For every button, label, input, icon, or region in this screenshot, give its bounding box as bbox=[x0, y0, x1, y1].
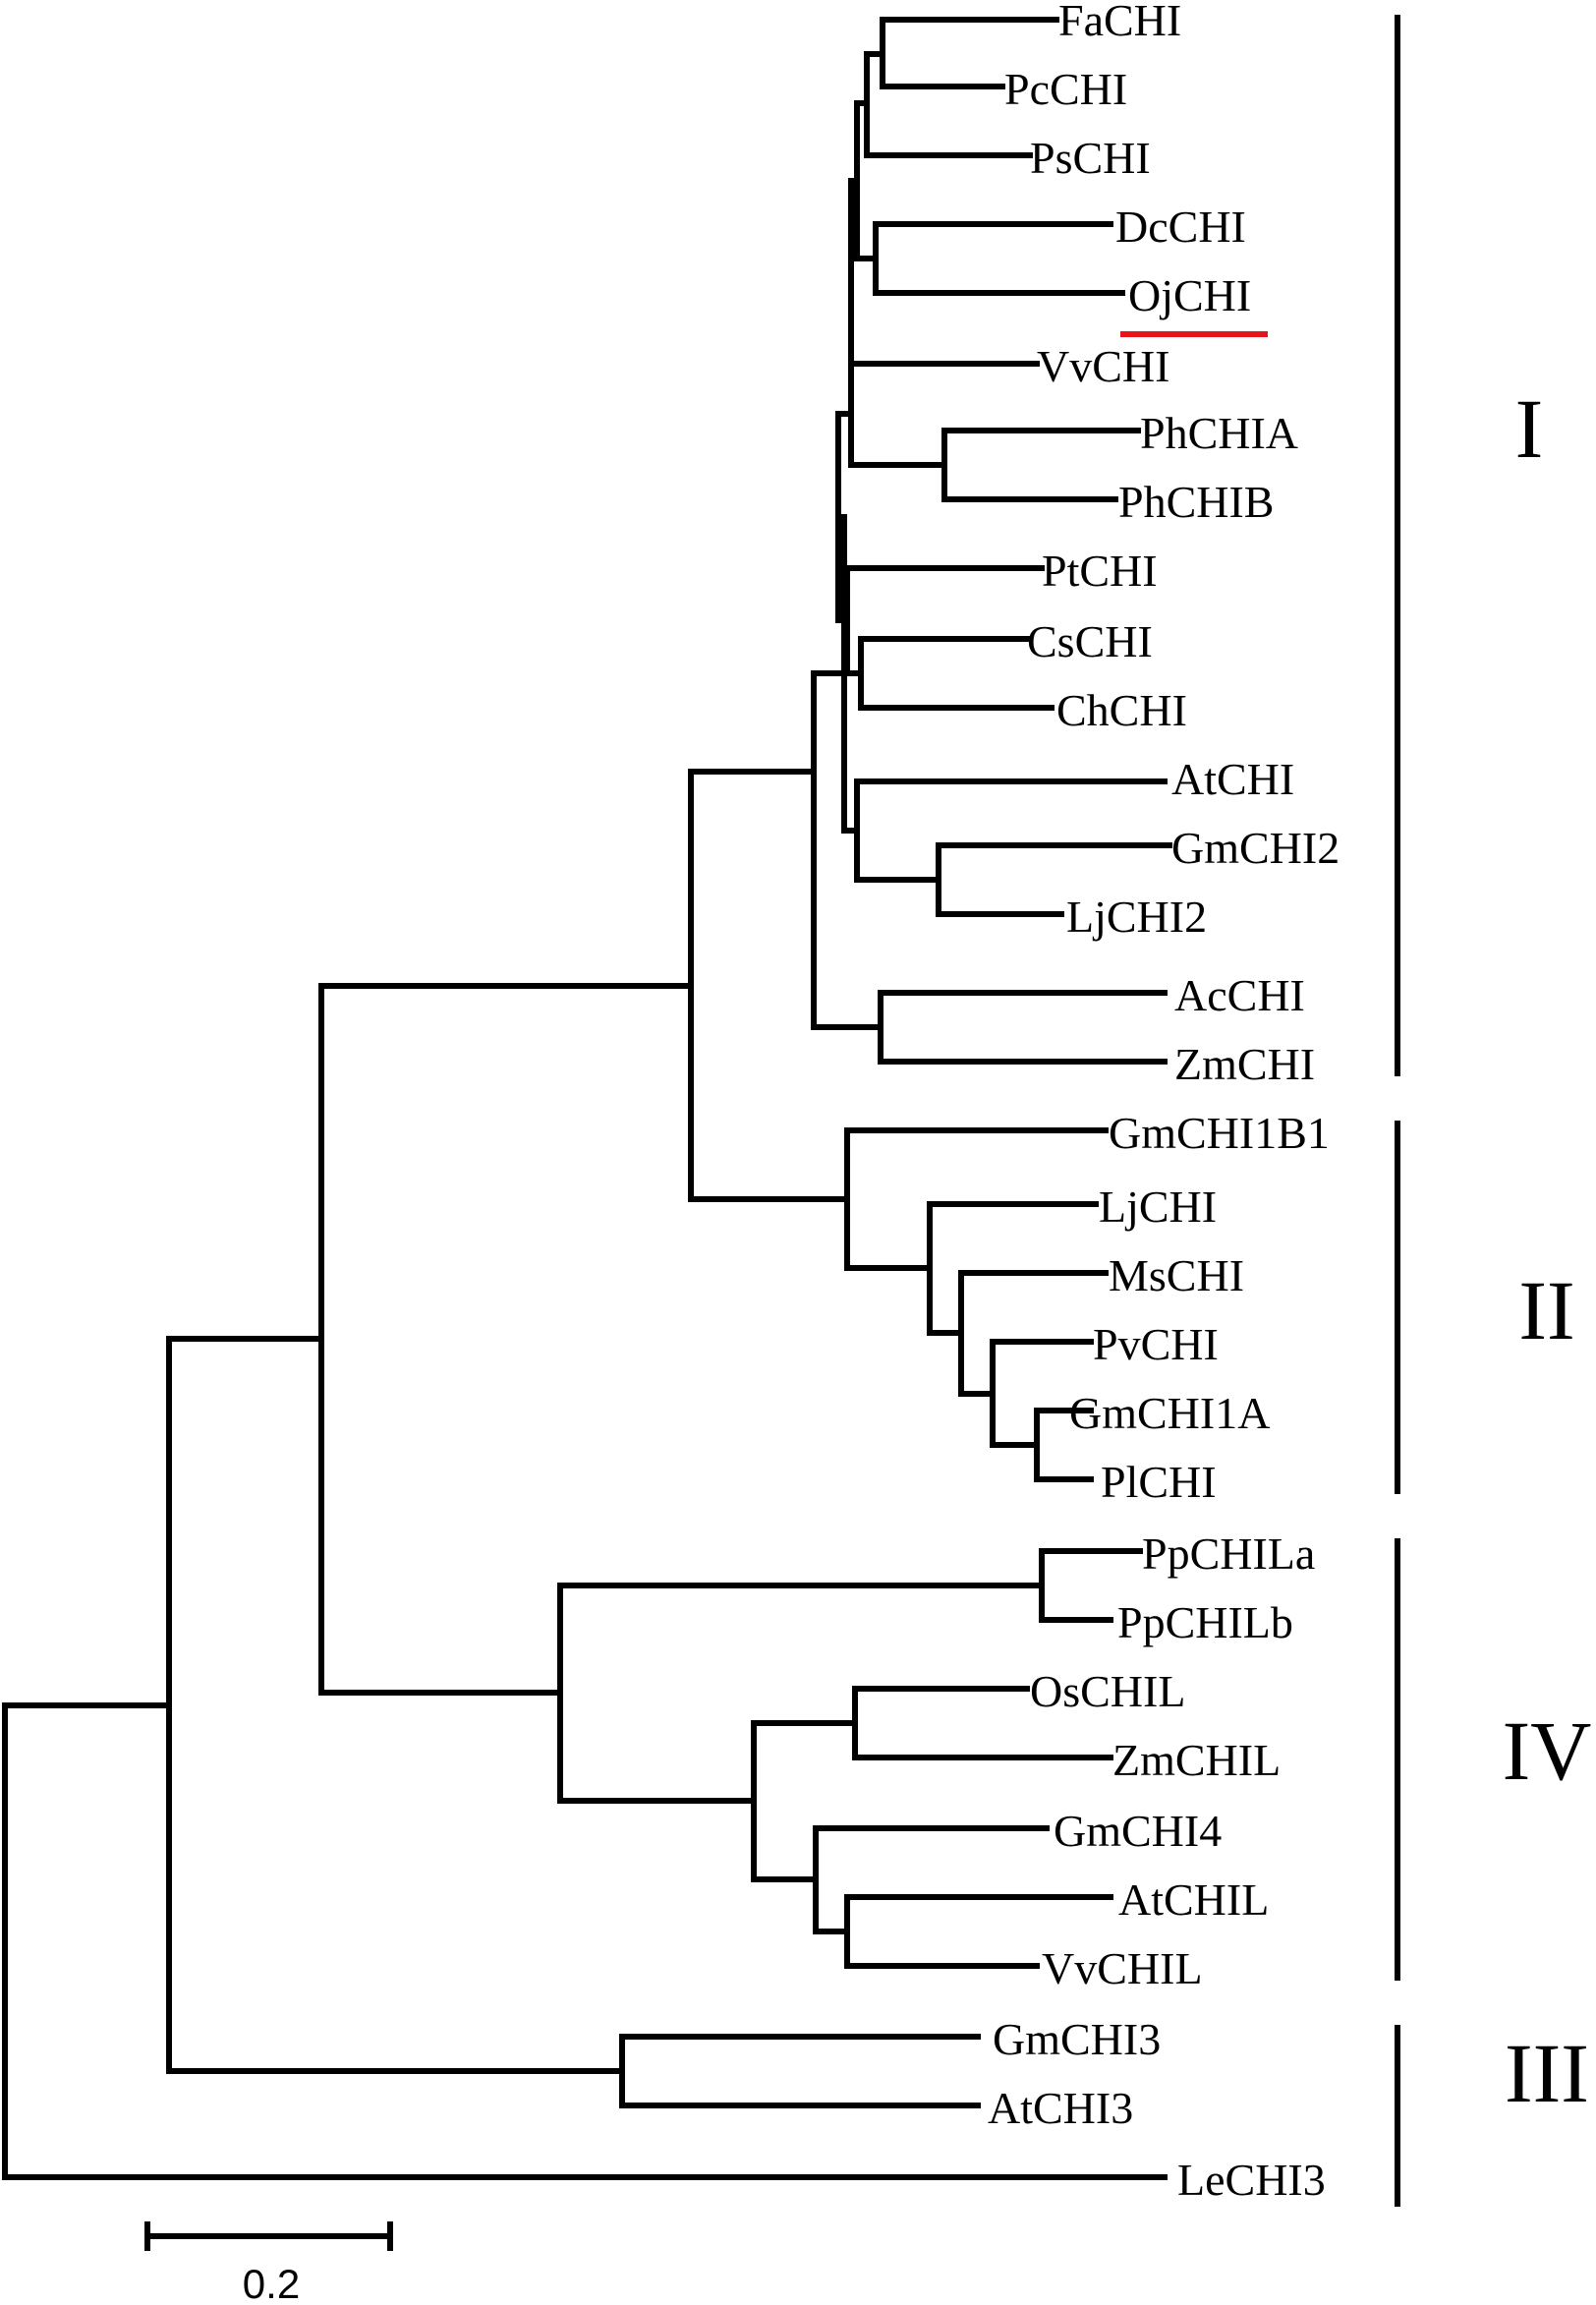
leaf-label: ChCHI bbox=[1056, 685, 1187, 735]
branch bbox=[858, 636, 1054, 711]
branch bbox=[848, 178, 860, 367]
branch bbox=[813, 1825, 1050, 1934]
leaf-label: GmCHI4 bbox=[1054, 1806, 1222, 1856]
leaf-label: OsCHIL bbox=[1030, 1666, 1185, 1716]
clade-label: II bbox=[1518, 1263, 1574, 1357]
branch bbox=[2, 1702, 1168, 2180]
leaf-label: MsCHI bbox=[1109, 1250, 1244, 1300]
leaf-label: PcCHI bbox=[1004, 64, 1127, 114]
branch bbox=[927, 1201, 1099, 1336]
leaf-label: PvCHI bbox=[1093, 1319, 1219, 1369]
scale-bar-label: 0.2 bbox=[243, 2261, 300, 2305]
branch bbox=[619, 2034, 981, 2108]
branch bbox=[941, 428, 1141, 502]
branch bbox=[751, 1720, 858, 1882]
leaf-label: PhCHIB bbox=[1118, 477, 1274, 527]
branch bbox=[811, 670, 884, 1030]
leaf-label: PtCHI bbox=[1042, 546, 1158, 596]
leaf-label: LjCHI bbox=[1099, 1181, 1217, 1232]
clade-markers: I II IV III bbox=[1395, 15, 1592, 2207]
leaf-label: FaCHI bbox=[1058, 0, 1181, 45]
clade-label: I bbox=[1515, 381, 1544, 476]
leaf-label: DcCHI bbox=[1115, 202, 1246, 252]
branch bbox=[844, 565, 1045, 676]
leaf-label: ZmCHIL bbox=[1112, 1735, 1281, 1785]
leaf-label: LeCHI3 bbox=[1177, 2155, 1326, 2205]
leaf-label: AtCHIL bbox=[1118, 1874, 1269, 1925]
branch bbox=[166, 1336, 625, 2074]
leaf-label: LjCHI2 bbox=[1066, 892, 1207, 942]
branch bbox=[844, 1127, 1109, 1271]
tree-branches bbox=[2, 17, 1172, 2180]
leaf-label: AcCHI bbox=[1174, 970, 1305, 1020]
branch bbox=[873, 221, 1125, 296]
leaf-label: GmCHI1A bbox=[1069, 1388, 1270, 1438]
leaf-label: CsCHI bbox=[1027, 616, 1153, 666]
leaf-label: PpCHILa bbox=[1142, 1528, 1315, 1579]
leaf-label: GmCHI2 bbox=[1171, 823, 1340, 873]
leaf-label: PhCHIA bbox=[1140, 408, 1298, 458]
leaf-label: PsCHI bbox=[1030, 133, 1151, 183]
scale-bar: 0.2 bbox=[144, 2221, 393, 2305]
leaf-label: VvCHI bbox=[1037, 341, 1169, 391]
leaf-label: PpCHILb bbox=[1117, 1597, 1293, 1647]
branch bbox=[688, 769, 850, 1202]
leaf-label: GmCHI3 bbox=[993, 2014, 1161, 2064]
branch bbox=[854, 778, 1168, 883]
clade-label: III bbox=[1505, 2026, 1589, 2120]
leaf-label: AtCHI bbox=[1171, 754, 1294, 804]
leaf-label: AtCHI3 bbox=[988, 2083, 1133, 2133]
branch bbox=[958, 1270, 1109, 1397]
leaf-label-highlighted: OjCHI bbox=[1128, 270, 1251, 320]
branch bbox=[557, 1583, 1045, 1804]
leaf-label: VvCHIL bbox=[1042, 1943, 1203, 1993]
leaf-label: GmCHI1B1 bbox=[1109, 1108, 1330, 1158]
clade-label: IV bbox=[1503, 1703, 1592, 1798]
branch bbox=[878, 990, 1168, 1065]
leaf-label: ZmCHI bbox=[1174, 1039, 1315, 1089]
leaf-label: PlCHI bbox=[1101, 1457, 1217, 1507]
leaf-labels: FaCHI PcCHI PsCHI DcCHI OjCHI VvCHI PhCH… bbox=[988, 0, 1340, 2205]
